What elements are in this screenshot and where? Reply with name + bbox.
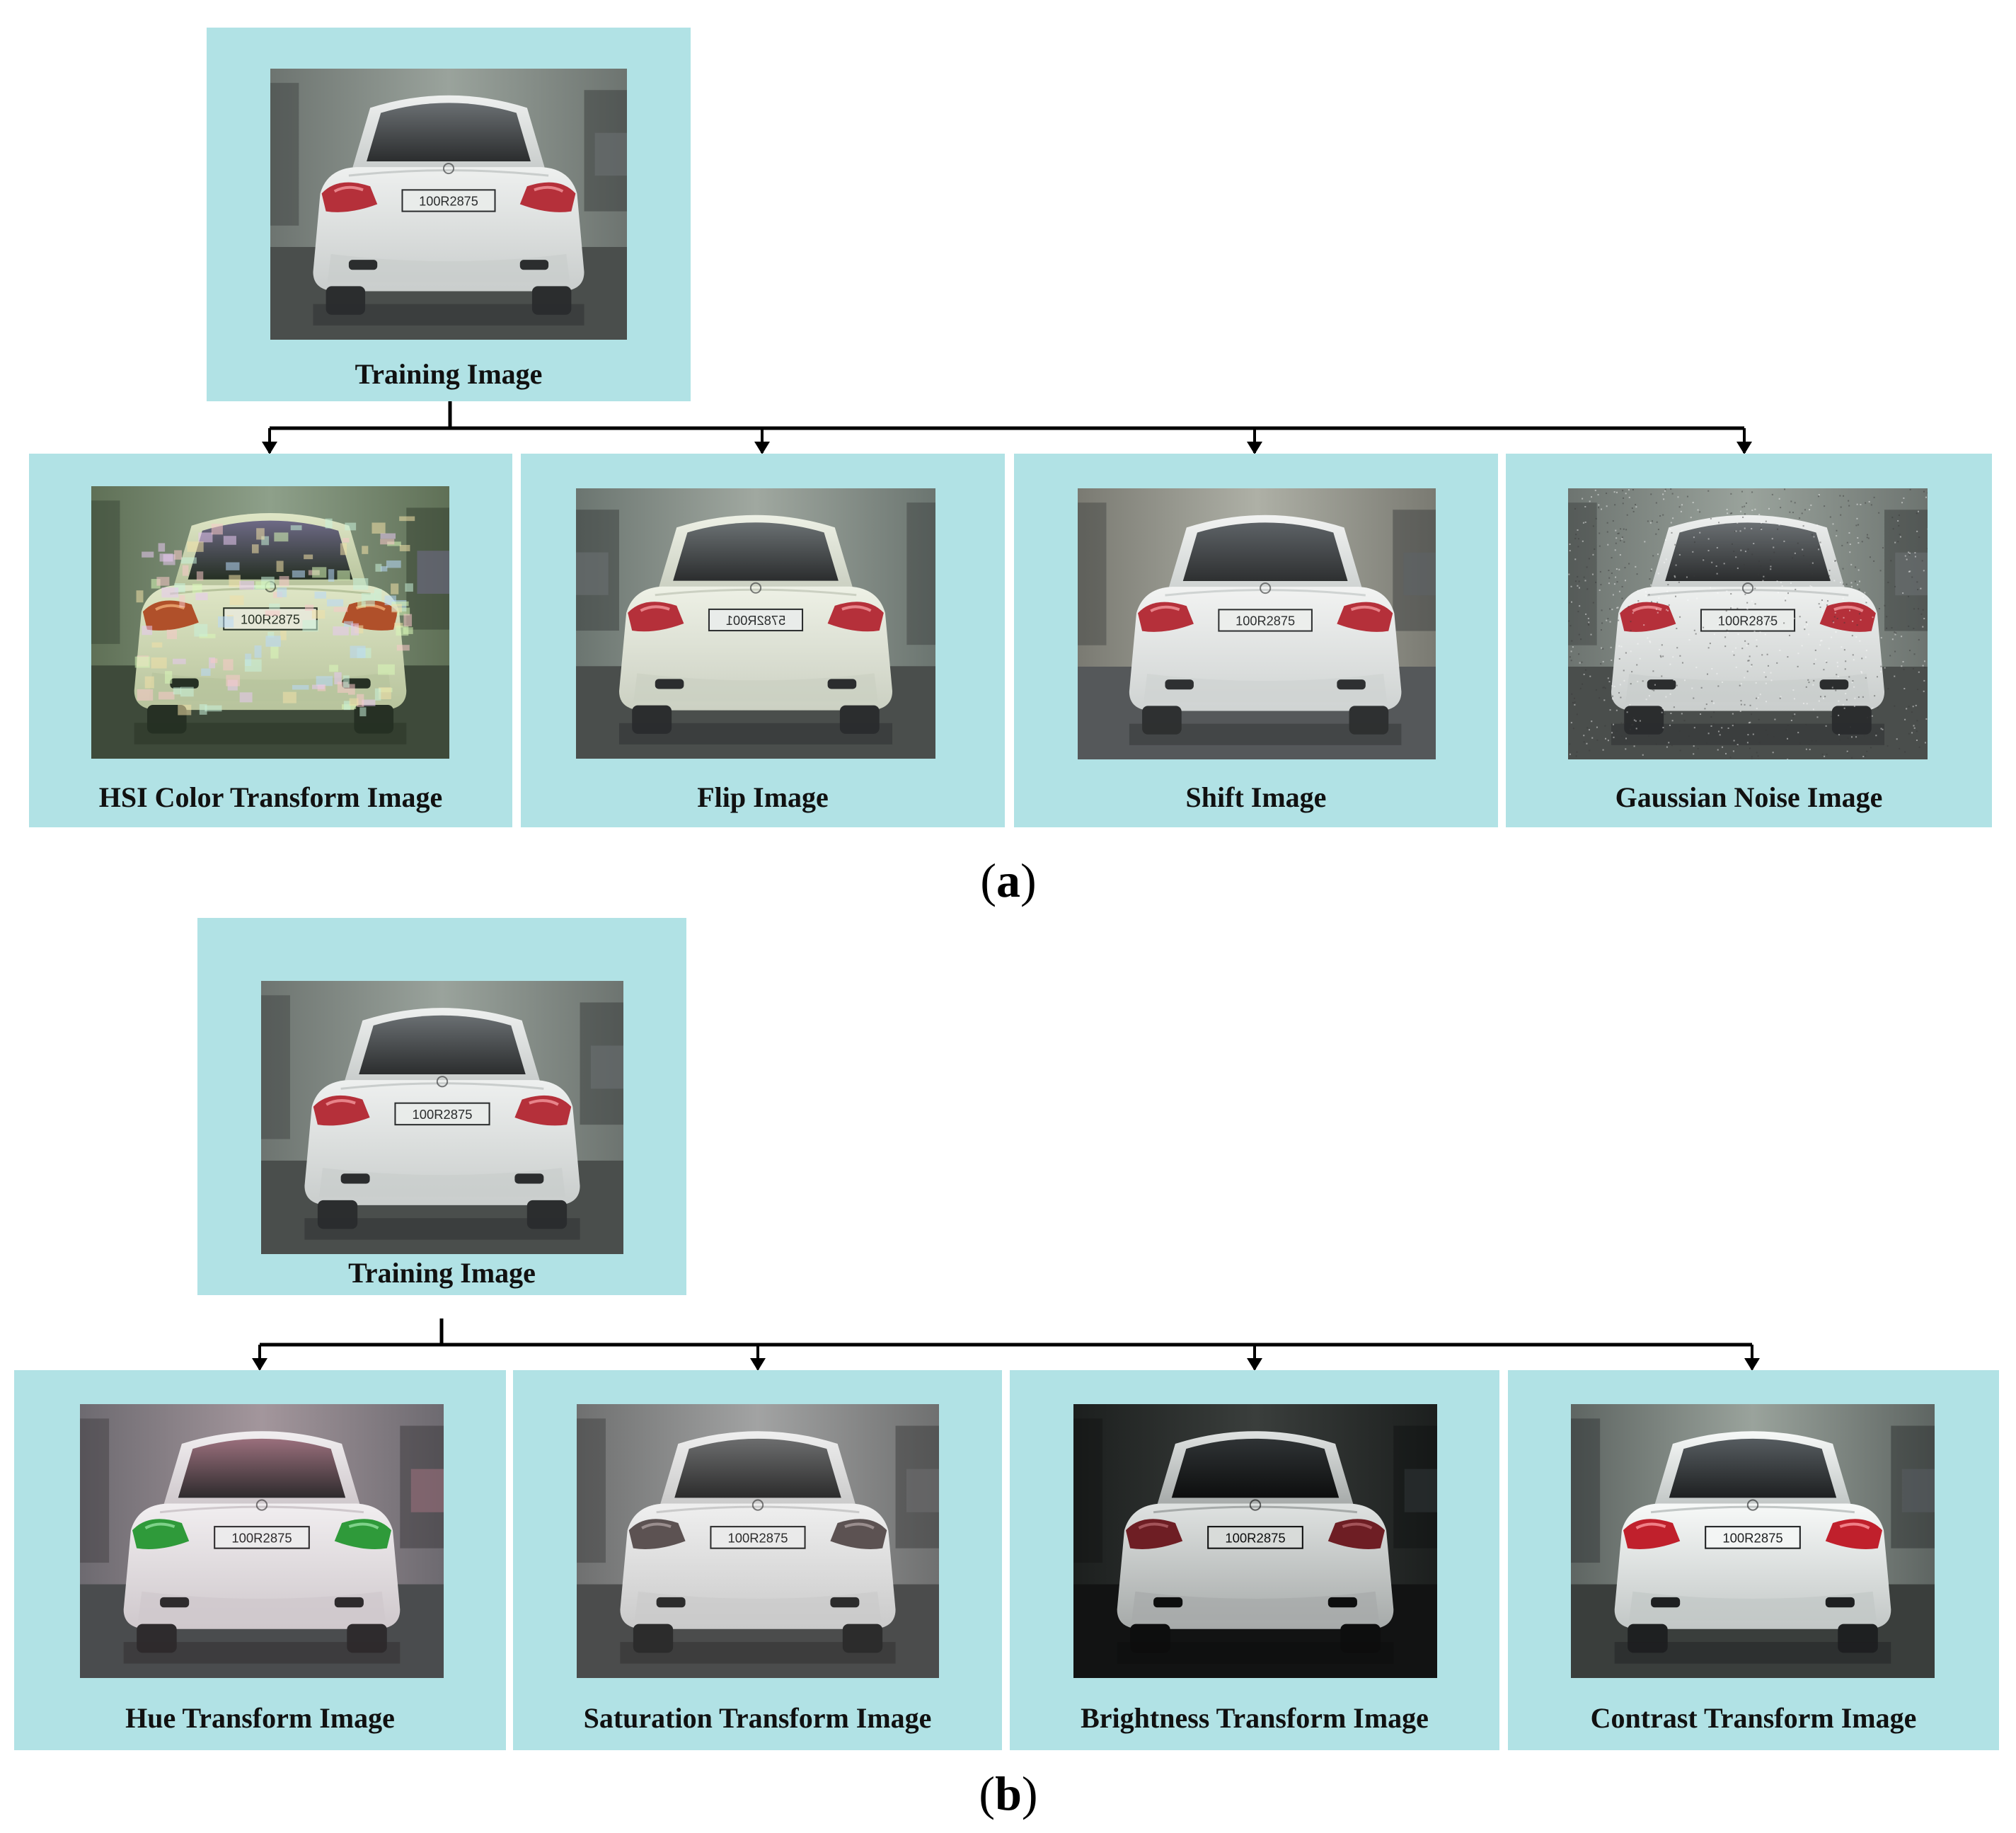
svg-text:100R2875: 100R2875: [412, 1107, 472, 1122]
node-caption: Contrast Transform Image: [1590, 1702, 1917, 1734]
svg-text:100R2875: 100R2875: [419, 195, 478, 209]
panel-b-child-node-3: 100R2875 Brightness Transform Image: [1010, 1370, 1499, 1750]
node-caption: Flip Image: [697, 781, 829, 813]
arrowhead-a-1: [262, 442, 277, 454]
hue-transform-photo: 100R2875: [80, 1404, 444, 1678]
svg-text:100R2875: 100R2875: [1235, 614, 1295, 628]
svg-text:100R2875: 100R2875: [1225, 1531, 1285, 1546]
panel-b-child-node-2: 100R2875 Saturation Transform Image: [513, 1370, 1002, 1750]
panel-a-root-node: 100R2875 Training Image: [207, 28, 691, 401]
panel-a-label: (a): [980, 854, 1037, 907]
node-caption: Brightness Transform Image: [1081, 1702, 1429, 1734]
node-caption: Saturation Transform Image: [583, 1702, 932, 1734]
arrowhead-a-4: [1736, 442, 1752, 454]
panel-b-connectors: [252, 1318, 1760, 1371]
arrowhead-b-4: [1744, 1358, 1760, 1371]
svg-text:100R2875: 100R2875: [1718, 614, 1778, 628]
panel-b-root-node: 100R2875 Training Image: [197, 918, 686, 1295]
arrowhead-a-3: [1247, 442, 1262, 454]
node-caption: HSI Color Transform Image: [98, 781, 443, 813]
panel-b-label: (b): [979, 1766, 1038, 1820]
panel-b-child-node-1: 100R2875 Hue Transform Image: [14, 1370, 506, 1750]
svg-text:100R2875: 100R2875: [1722, 1531, 1782, 1546]
panel-a-child-node-2: 5782R001 Flip Image: [521, 454, 1005, 827]
arrowhead-b-2: [750, 1358, 766, 1371]
node-caption: Gaussian Noise Image: [1615, 781, 1883, 813]
node-caption: Hue Transform Image: [125, 1702, 395, 1734]
svg-text:100R2875: 100R2875: [727, 1531, 788, 1546]
panel-a-connectors: [262, 401, 1752, 454]
training-image-photo: 100R2875: [261, 981, 623, 1254]
svg-text:100R2875: 100R2875: [231, 1531, 292, 1546]
arrowhead-b-1: [252, 1358, 267, 1371]
panel-a-child-node-3: 100R2875 Shift Image: [1014, 454, 1498, 827]
node-caption: Training Image: [355, 358, 543, 390]
arrowhead-b-3: [1247, 1358, 1262, 1371]
brightness-transform-photo: 100R2875: [1073, 1404, 1437, 1678]
hsi-color-transform-photo: 100R2875: [91, 486, 449, 759]
contrast-transform-photo: 100R2875: [1571, 1404, 1935, 1678]
panel-a-child-node-1: 100R2875 HSI Color Transform Image: [29, 454, 512, 827]
svg-text:5782R001: 5782R001: [726, 614, 785, 628]
node-caption: Training Image: [348, 1257, 536, 1289]
shift-photo: 100R2875: [1078, 488, 1436, 759]
training-image-photo: 100R2875: [270, 69, 627, 340]
panel-b-child-node-4: 100R2875 Contrast Transform Image: [1508, 1370, 1999, 1750]
arrowhead-a-2: [754, 442, 770, 454]
flip-photo: 5782R001: [576, 488, 935, 759]
node-caption: Shift Image: [1185, 781, 1327, 813]
saturation-transform-photo: 100R2875: [577, 1404, 939, 1678]
svg-text:100R2875: 100R2875: [241, 613, 300, 627]
panel-a-child-node-4: 100R2875 Gaussian Noise Image: [1506, 454, 1992, 827]
gaussian-noise-photo: 100R2875: [1568, 488, 1928, 759]
